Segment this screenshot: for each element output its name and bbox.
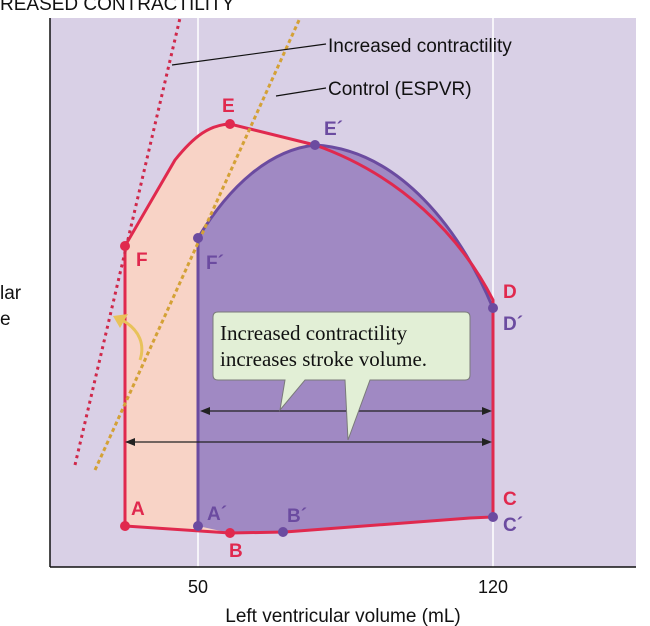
label-e: E [222, 96, 235, 117]
sv-increased-arrowhead-left [200, 407, 210, 415]
sv-control-arrowhead-left [125, 438, 135, 446]
point-f-prime [193, 233, 203, 243]
x-tick-120: 120 [478, 577, 508, 597]
label-e-prime: E´ [324, 119, 343, 140]
increased-loop-line [196, 143, 495, 526]
label-b-prime: B´ [287, 506, 307, 527]
x-tick-50: 50 [188, 577, 208, 597]
point-a-prime [193, 521, 203, 531]
label-a: A [131, 499, 145, 520]
label-a-prime: A´ [207, 504, 227, 525]
y-axis-fragment-1: lar [0, 283, 22, 304]
label-control-espvr: Control (ESPVR) [328, 79, 472, 100]
label-f-prime: F´ [206, 253, 224, 274]
y-axis-fragment-2: e [0, 309, 11, 330]
leader-increased [171, 43, 327, 66]
control-espvr-line [93, 17, 302, 471]
label-increased-contractility: Increased contractility [328, 36, 512, 57]
point-e [225, 119, 235, 129]
sv-increased-arrowhead-right [482, 407, 492, 415]
point-b-prime [278, 527, 288, 537]
point-a [120, 521, 130, 531]
label-f: F [136, 250, 148, 271]
label-d: D [503, 282, 517, 303]
point-f [120, 241, 130, 251]
label-c-prime: C´ [503, 515, 523, 536]
label-c: C [503, 489, 517, 510]
callout-line-2: increases stroke volume. [220, 347, 427, 371]
x-axis-label: Left ventricular volume (mL) [225, 606, 460, 626]
leader-control [275, 87, 327, 97]
shift-arrow [121, 318, 144, 361]
point-e-prime [310, 140, 320, 150]
callout-line-1: Increased contractility [220, 321, 408, 345]
point-d-prime [488, 303, 498, 313]
callout-box [212, 311, 471, 441]
point-b [225, 528, 235, 538]
label-d-prime: D´ [503, 314, 523, 335]
sv-control-arrowhead-right [482, 438, 492, 446]
control-loop-line [123, 122, 495, 535]
header-fragment: REASED CONTRACTILITY [0, 0, 235, 15]
shift-arrowhead [113, 314, 128, 328]
point-c-prime [488, 512, 498, 522]
label-b: B [229, 541, 243, 562]
